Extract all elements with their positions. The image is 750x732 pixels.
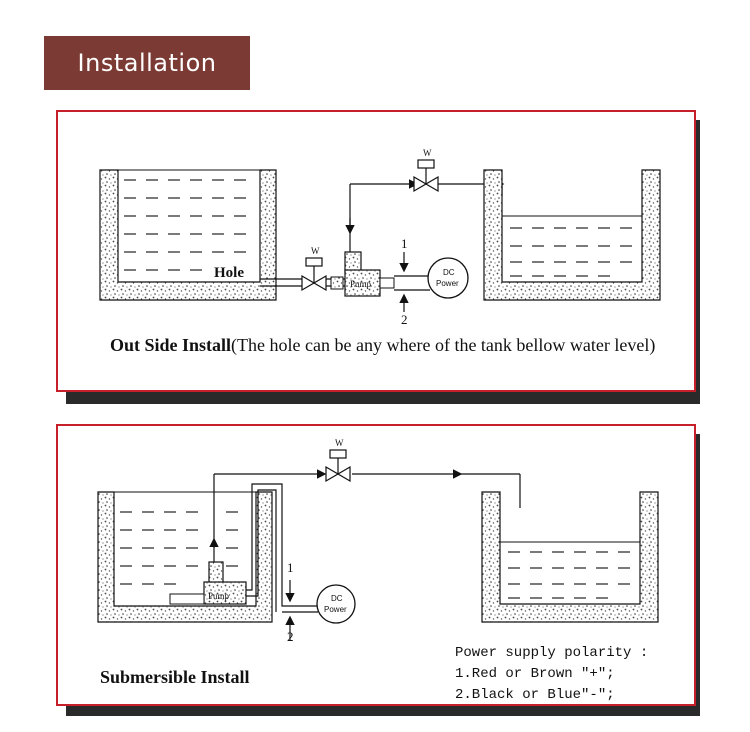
dc-power-label-power: Power (436, 279, 459, 288)
wire-1-label: 1 (401, 236, 408, 251)
power-cable-conduit (246, 483, 318, 640)
submersible-pump (169, 561, 247, 605)
polarity-negative: 2.Black or Blue"-"; (455, 687, 615, 703)
submersible-install-caption: Submersible Install (100, 667, 250, 687)
source-tank-submersible (97, 491, 273, 623)
section-title: Installation (77, 49, 217, 77)
inlet-valve-label: W (311, 246, 320, 256)
polarity-title: Power supply polarity : (455, 645, 649, 661)
outside-install-title: Out Side Install (110, 335, 232, 355)
submersible-valve-label: W (335, 438, 344, 448)
wire-2-label: 2 (401, 312, 408, 327)
hole-label: Hole (214, 265, 244, 281)
outside-install-caption: Out Side Install(The hole can be any whe… (110, 335, 655, 356)
outside-install-note: (The hole can be any where of the tank b… (231, 335, 656, 355)
outlet-pipe (345, 179, 505, 252)
power-wires (394, 252, 430, 312)
sub-dc-power-label-dc: DC (331, 594, 343, 603)
submersible-pump-label: Pump (208, 591, 230, 601)
sub-dc-power-label-power: Power (324, 605, 347, 614)
section-title-banner: Installation (44, 36, 250, 90)
submersible-valve (325, 449, 351, 483)
dc-power-label-dc: DC (443, 268, 455, 277)
dc-power-source (427, 257, 469, 299)
target-tank-submersible (481, 491, 659, 623)
submersible-install-panel (56, 424, 696, 706)
pump-label: Pump (350, 279, 372, 289)
outlet-valve-label: W (423, 148, 432, 158)
inlet-valve (301, 257, 327, 292)
polarity-positive: 1.Red or Brown "+"; (455, 666, 615, 682)
outlet-valve (413, 159, 439, 193)
sub-wire-2-label: 2 (287, 629, 294, 644)
sub-dc-power-source (316, 584, 356, 624)
coupling (330, 276, 344, 290)
sub-wire-1-label: 1 (287, 560, 294, 575)
source-tank (99, 169, 277, 301)
power-polarity-notes: Power supply polarity : 1.Red or Brown "+… (455, 643, 648, 706)
submersible-outlet-pipe (209, 469, 521, 562)
outside-install-panel (56, 110, 696, 392)
pump (344, 251, 395, 297)
target-tank (483, 169, 661, 301)
